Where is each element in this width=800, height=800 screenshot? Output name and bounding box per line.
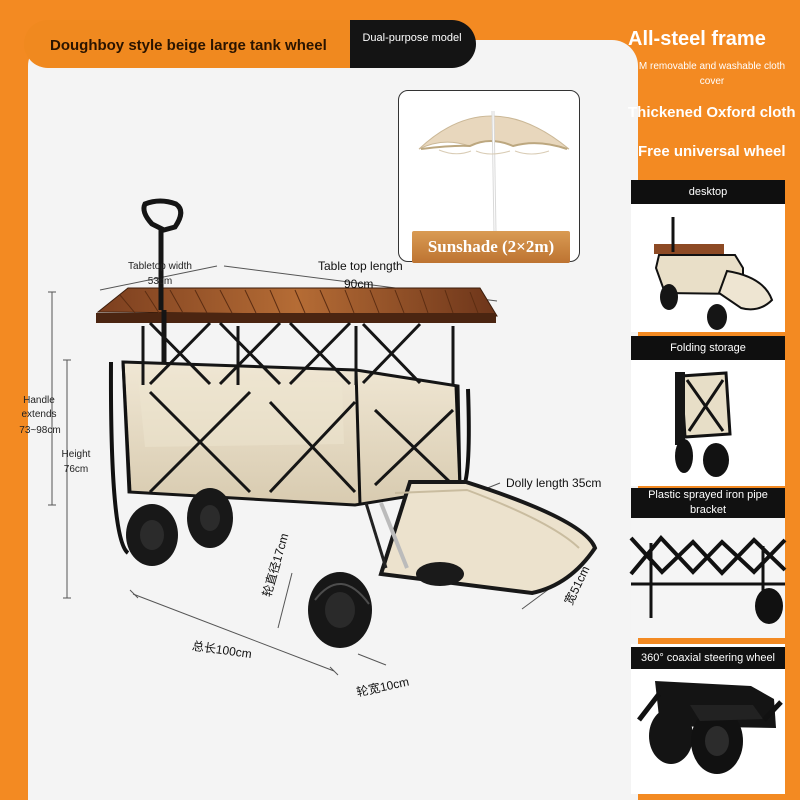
rear-right-wheel [416,562,464,586]
height-label: Height [61,449,91,460]
desktop-cart-illustration [654,217,774,330]
folding-table [96,287,498,323]
iron-pipe-inset: Plastic sprayed iron pipe bracket [629,488,787,638]
desktop-inset: desktop [631,180,785,332]
dolly-length-label: Dolly length 35cm [506,476,602,490]
cart-body [108,360,471,555]
desktop-inset-title: desktop [631,180,785,204]
table-top-length-label: Table top length [318,259,403,273]
umbrella-edge [420,140,568,150]
tabletop-width-label: Tabletop width [128,261,192,272]
table-support-frame [141,321,455,494]
umbrella-ribs [438,149,550,155]
steering-wheel-inset: 360° coaxial steering wheel [631,644,785,794]
steering-wheel-title: 360° coaxial steering wheel [631,647,785,669]
umbrella-illustration [418,110,570,234]
front-left-wheel [126,504,178,566]
product-title: Doughboy style beige large tank wheel [50,37,327,54]
rear-left-wheel [187,488,233,548]
table-top-length-value: 90cm [344,277,374,291]
umbrella-pole-highlight [492,110,496,234]
tabletop-width-value: 53cm [147,276,173,287]
model-pill [350,20,476,68]
model-text: Dual-purpose model [362,32,462,44]
iron-pipe-title: Plastic sprayed iron pipe bracket [631,488,785,518]
feature-cloth: Thickened Oxford cloth [628,104,796,121]
steering-wheel-illustration [637,681,783,774]
product-title-pill [24,20,364,68]
iron-pipe-illustration [629,534,787,624]
feature-wheel: Free universal wheel [638,143,786,160]
folded-cart-illustration [675,371,732,477]
cart-wheels [126,488,464,648]
front-right-wheel [308,572,372,648]
feature-cover: M removable and washable cloth cover [638,61,786,87]
handle-extends-value: 73~98cm [19,425,61,436]
umbrella-caption: Sunshade (2×2m) [412,231,570,263]
handle-extends-label: Handle extends [21,395,57,420]
folding-storage-inset: Folding storage [631,336,785,486]
height-value: 76cm [63,464,89,475]
table-edge [96,313,496,323]
feature-frame: All-steel frame [628,28,766,50]
folding-storage-title: Folding storage [631,336,785,360]
